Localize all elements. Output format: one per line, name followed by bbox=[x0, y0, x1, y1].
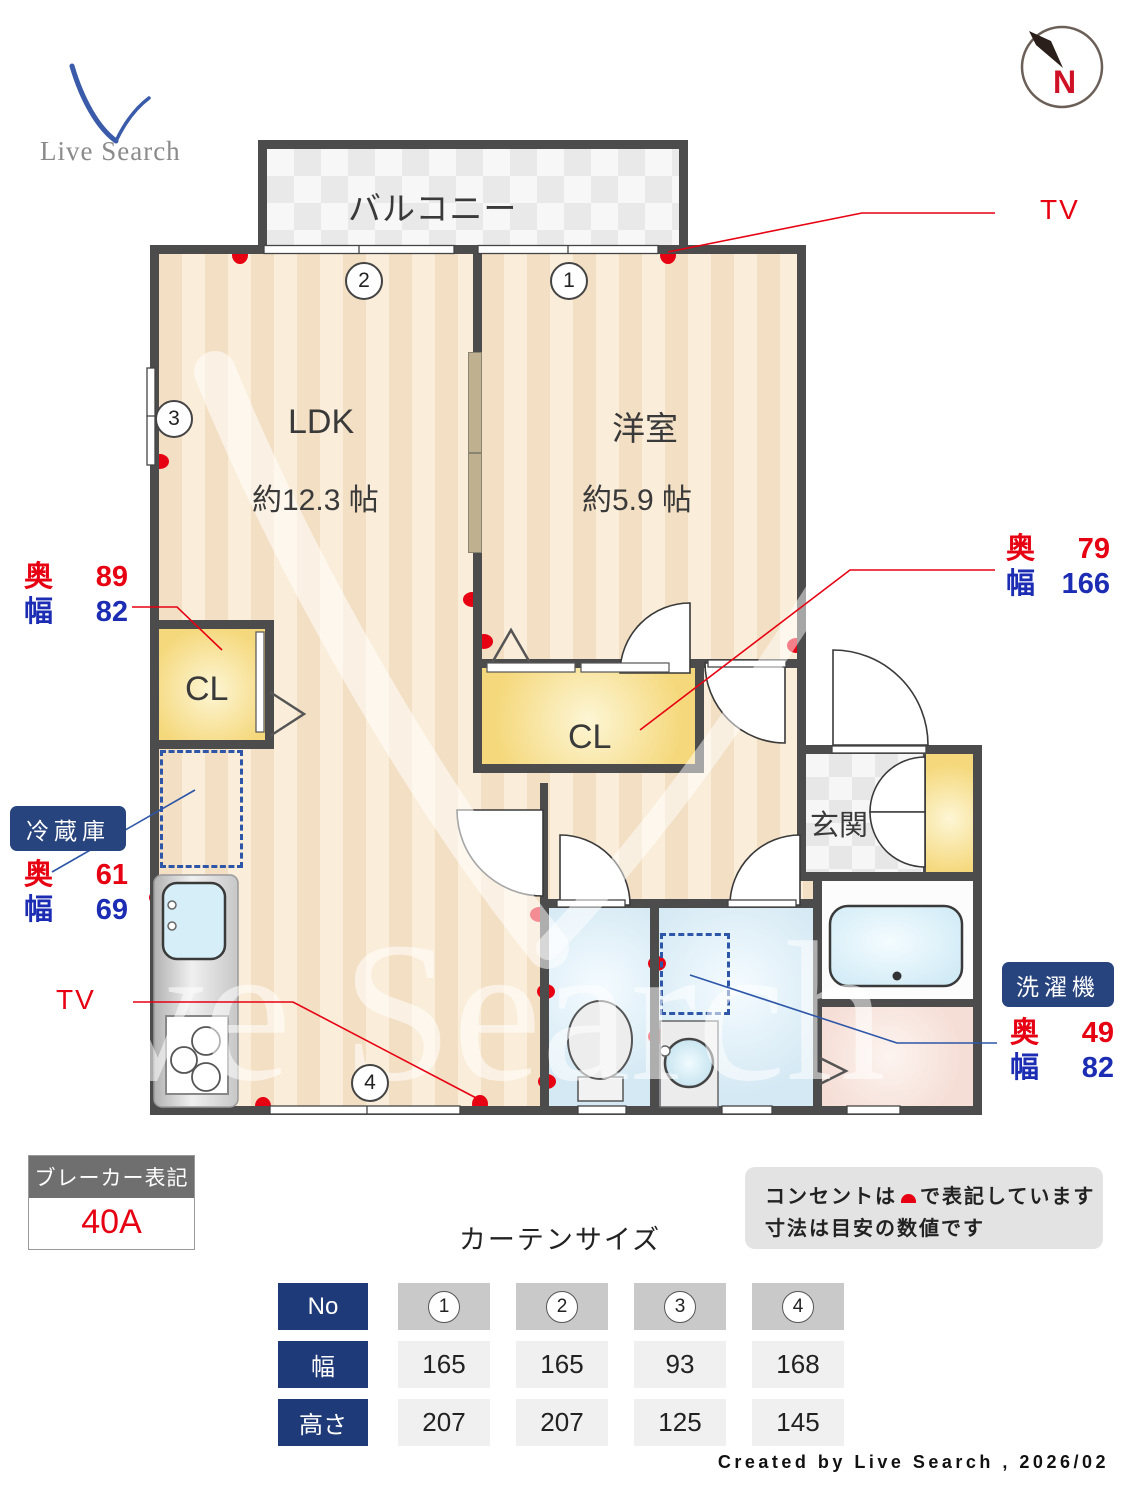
curtain-width-value: 165 bbox=[516, 1341, 608, 1388]
curtain-col-header: 1 bbox=[398, 1283, 490, 1330]
notice-line-2: 寸法は目安の数値です bbox=[765, 1218, 985, 1240]
folding-door-icon bbox=[269, 690, 307, 738]
ldk-door bbox=[456, 809, 544, 897]
western-room-size-label: 約5.9 帖 bbox=[582, 484, 693, 517]
breaker-value: 40A bbox=[81, 1203, 142, 1241]
kitchen-sink bbox=[161, 881, 227, 961]
balcony-wall bbox=[258, 140, 688, 149]
curtain-marker-1: 1 bbox=[550, 262, 588, 300]
notice-line-1: コンセントはで表記しています bbox=[765, 1186, 1096, 1208]
curtain-width-value: 165 bbox=[398, 1341, 490, 1388]
faucet-icon bbox=[167, 900, 177, 910]
western-room-door bbox=[704, 662, 786, 744]
curtain-width-value: 168 bbox=[752, 1341, 844, 1388]
wall bbox=[150, 245, 159, 1115]
logo-wordmark: Live Search bbox=[40, 136, 181, 166]
curtain-table-title: カーテンサイズ bbox=[458, 1225, 662, 1255]
tv-label-left: TV bbox=[56, 984, 96, 1015]
footer-credit: Created by Live Search , 2026/02 bbox=[717, 1452, 1109, 1472]
washing-machine bbox=[659, 1020, 719, 1108]
door-sill bbox=[831, 745, 927, 754]
folding-door-icon bbox=[487, 627, 535, 669]
closet-ldk-label: CL bbox=[185, 670, 229, 708]
western-room-label: 洋室 bbox=[612, 410, 678, 447]
curtain-height-value: 207 bbox=[516, 1399, 608, 1446]
balcony-wall bbox=[679, 140, 688, 247]
entrance-label: 玄関 bbox=[810, 810, 869, 842]
curtain-height-value: 145 bbox=[752, 1399, 844, 1446]
breaker-box: ブレーカー表記 40A bbox=[28, 1155, 195, 1250]
washer-badge: 洗濯機 bbox=[1002, 962, 1114, 1007]
fridge-badge: 冷蔵庫 bbox=[10, 806, 126, 851]
curtain-row-header-height: 高さ bbox=[278, 1399, 368, 1446]
closet-door-panel bbox=[486, 662, 576, 673]
curtain-col-header: 4 bbox=[752, 1283, 844, 1330]
window bbox=[846, 1105, 901, 1115]
compass-north-label: N bbox=[1053, 64, 1077, 100]
bathtub bbox=[828, 904, 964, 988]
tv-label-top: TV bbox=[1040, 194, 1080, 225]
curtain-col-header: 3 bbox=[634, 1283, 726, 1330]
door-sill bbox=[707, 659, 787, 668]
wall bbox=[540, 908, 549, 1106]
closet-door-panel bbox=[255, 631, 265, 733]
toilet-door bbox=[559, 834, 631, 906]
faucet-icon bbox=[167, 921, 177, 931]
kitchen-counter bbox=[153, 874, 239, 1108]
wall bbox=[150, 1106, 982, 1115]
door-sill bbox=[727, 899, 797, 908]
window bbox=[721, 1105, 773, 1115]
curtain-width-value: 93 bbox=[634, 1341, 726, 1388]
wall bbox=[650, 908, 659, 1106]
entry-door bbox=[832, 649, 929, 746]
balcony-floor bbox=[267, 149, 679, 247]
window bbox=[577, 1105, 627, 1115]
curtain-col-header: 2 bbox=[516, 1283, 608, 1330]
folding-door-icon bbox=[819, 1056, 849, 1086]
curtain-marker-3: 3 bbox=[155, 400, 193, 438]
balcony-wall bbox=[258, 140, 267, 247]
shoe-cabinet-door bbox=[869, 811, 926, 868]
door-sill bbox=[556, 899, 626, 908]
wall bbox=[797, 872, 982, 881]
curtain-height-value: 207 bbox=[398, 1399, 490, 1446]
washroom-door bbox=[729, 834, 801, 906]
curtain-row-header-width: 幅 bbox=[278, 1341, 368, 1388]
shoe-cabinet-door bbox=[869, 756, 926, 813]
closet-door-panel bbox=[580, 662, 670, 673]
breaker-title: ブレーカー表記 bbox=[29, 1156, 194, 1198]
window bbox=[269, 1105, 461, 1115]
curtain-marker-4: 4 bbox=[351, 1064, 389, 1102]
wall bbox=[797, 245, 806, 745]
notice-box: コンセントはで表記しています 寸法は目安の数値です bbox=[745, 1167, 1103, 1249]
ldk-label: LDK bbox=[288, 403, 355, 441]
closet-western-label: CL bbox=[568, 718, 612, 756]
toilet bbox=[567, 1000, 633, 1102]
curtain-height-value: 125 bbox=[634, 1399, 726, 1446]
wall bbox=[973, 745, 982, 1115]
outlet-legend-icon bbox=[901, 1194, 916, 1203]
curtain-row-header-no: No bbox=[278, 1283, 368, 1330]
balcony-label: バルコニー bbox=[348, 190, 518, 227]
curtain-marker-2: 2 bbox=[345, 262, 383, 300]
ldk-size-label: 約12.3 帖 bbox=[252, 484, 379, 517]
